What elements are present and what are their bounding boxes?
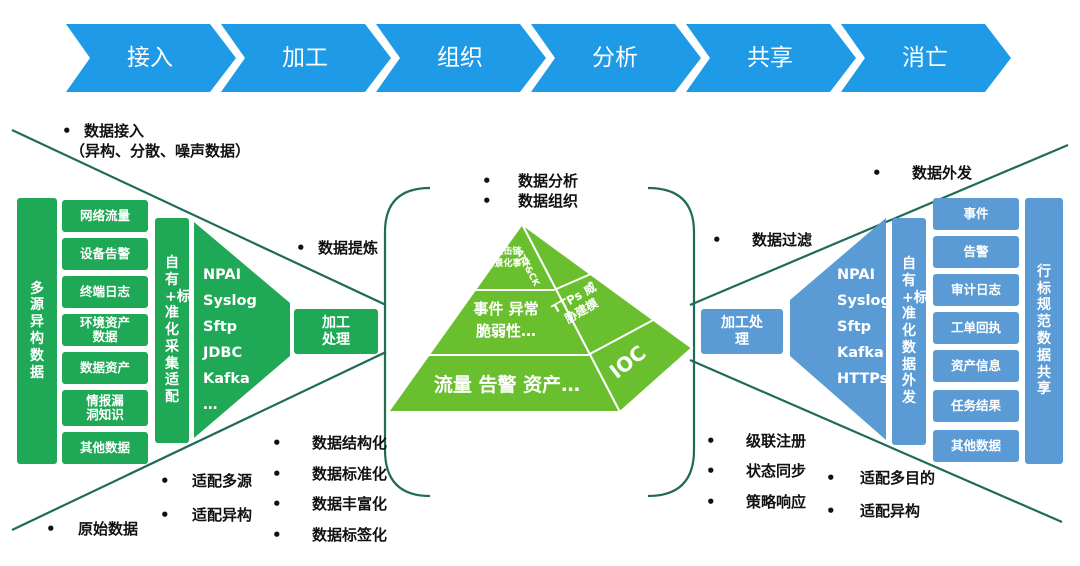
source-item: 设备告警 [62, 238, 148, 270]
industry-standard-label: 行标规范数据共享 [1037, 263, 1051, 398]
bullet-extract: •数据提炼 [296, 239, 379, 257]
pyramid-top-line-1: 攻击链 [494, 247, 522, 257]
protocol-item: … [203, 397, 218, 413]
protocol-item: HTTPs [837, 371, 889, 387]
stage-label-5: 共享 [747, 45, 793, 71]
bullet-access: •数据接入 [62, 122, 145, 140]
source-item: 环境资产数据 [62, 314, 148, 346]
source-item: 终端日志 [62, 276, 148, 308]
bullet-outgoing: •数据外发 [872, 164, 973, 182]
bullet-cascade: •级联注册 [706, 432, 807, 450]
left-triangle [194, 222, 290, 438]
target-item: 事件 [933, 198, 1019, 230]
stage-chevrons [66, 24, 1011, 92]
bullet-structure: •数据结构化 [272, 434, 388, 452]
bullet-access-sub: （异构、分散、噪声数据） [70, 142, 251, 160]
source-item: 其他数据 [62, 432, 148, 464]
protocol-item: NPAI [203, 267, 242, 283]
bullet-enrich: •数据丰富化 [272, 495, 388, 513]
left-bracket [383, 186, 431, 498]
right-bracket [647, 186, 696, 498]
bullet-tag: •数据标签化 [272, 526, 388, 544]
target-item: 告警 [933, 236, 1019, 268]
collect-adapter-label: 自有+标准化采集适配 [165, 254, 191, 406]
bullet-filter: •数据过滤 [712, 231, 813, 249]
right-triangle [790, 218, 886, 440]
protocol-item: Kafka [837, 345, 884, 361]
left-protocol-list: NPAI Syslog Sftp JDBC Kafka … [203, 262, 257, 418]
stage-label-2: 加工 [282, 45, 328, 71]
bullet-standard: •数据标准化 [272, 465, 388, 483]
left-process-box: 加工处理 [294, 309, 378, 354]
stage-label-4: 分析 [592, 45, 638, 71]
protocol-item: JDBC [203, 345, 243, 361]
protocol-item: NPAI [837, 267, 876, 283]
bullet-multi-purpose: •适配多目的 [826, 469, 936, 487]
pyramid-mid-text: 事件 异常 脆弱性… [473, 300, 539, 340]
pyramid-top-line-2: 场景化事件 [485, 259, 531, 269]
pyramid-base-text: 流量 告警 资产… [433, 374, 581, 396]
bullet-multi-source: •适配多源 [160, 472, 253, 490]
target-item: 其他数据 [933, 430, 1019, 462]
stage-label-1: 接入 [127, 45, 173, 71]
target-item: 工单回执 [933, 312, 1019, 344]
protocol-item: Sftp [203, 319, 238, 335]
protocol-item: Syslog [837, 293, 891, 309]
chevron-3 [376, 24, 546, 92]
right-protocol-list: NPAI Syslog Sftp Kafka HTTPs [837, 262, 891, 392]
multi-source-label: 多源异构数据 [30, 280, 44, 381]
protocol-item: Kafka [203, 371, 250, 387]
source-item: 数据资产 [62, 352, 148, 384]
chevron-4 [531, 24, 701, 92]
target-item: 任务结果 [933, 390, 1019, 422]
pyramid [386, 222, 694, 414]
bullet-analysis: •数据分析 [482, 172, 579, 190]
source-item: 情报漏洞知识 [62, 390, 148, 426]
multi-source-box: 多源异构数据 [17, 198, 57, 464]
outgoing-adapter-label: 自有+标准化数据外发 [902, 255, 928, 407]
stage-label-6: 消亡 [902, 45, 948, 71]
pyramid-top-text: 攻击链 场景化事件 [478, 246, 538, 270]
bullet-raw: •原始数据 [46, 520, 139, 538]
industry-standard-box: 行标规范数据共享 [1025, 198, 1063, 464]
protocol-item: Sftp [837, 319, 872, 335]
protocol-item: Syslog [203, 293, 257, 309]
chevron-6 [841, 24, 1011, 92]
bullet-organize: •数据组织 [482, 192, 579, 210]
outgoing-adapter-box: 自有+标准化数据外发 [892, 218, 928, 445]
chevron-1 [66, 24, 236, 92]
bullet-sync: •状态同步 [706, 462, 807, 480]
right-process-box: 加工处理 [701, 309, 783, 354]
pyramid-side [521, 223, 694, 414]
bullet-heterogeneous-right: •适配异构 [826, 502, 921, 520]
source-item: 网络流量 [62, 200, 148, 232]
bullet-heterogeneous-left: •适配异构 [160, 506, 253, 524]
collect-adapter-box: 自有+标准化采集适配 [155, 218, 191, 443]
target-item: 审计日志 [933, 274, 1019, 306]
bullet-policy: •策略响应 [706, 493, 807, 511]
target-item: 资产信息 [933, 350, 1019, 382]
stage-label-3: 组织 [437, 45, 483, 71]
chevron-2 [221, 24, 391, 92]
chevron-5 [686, 24, 856, 92]
